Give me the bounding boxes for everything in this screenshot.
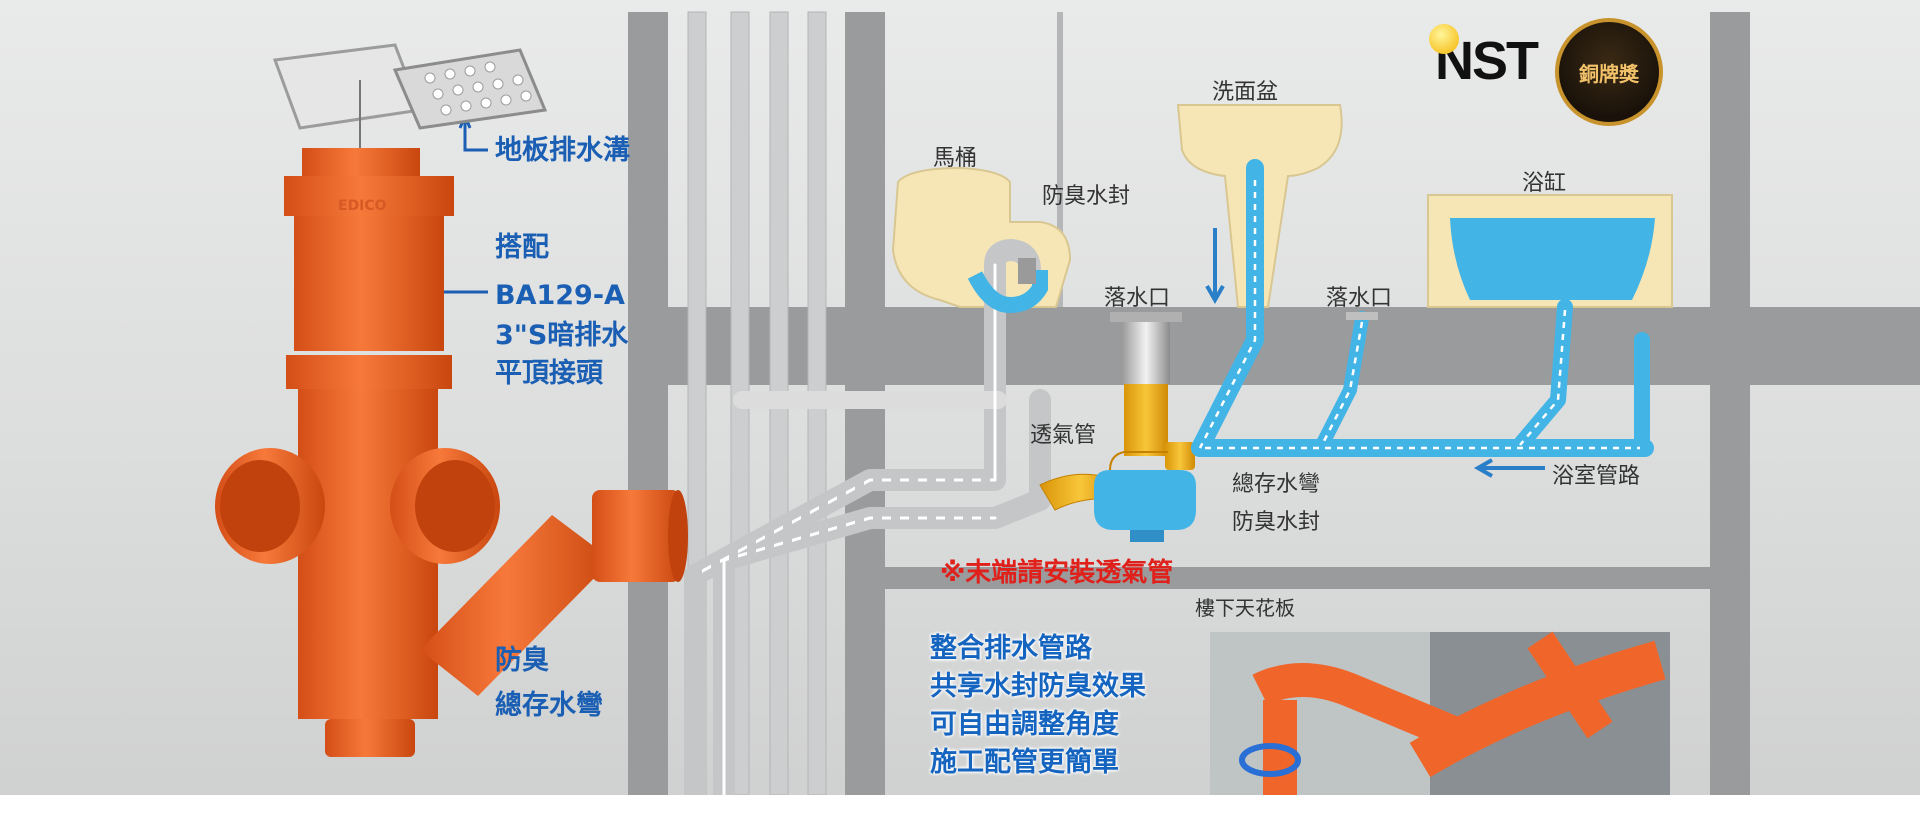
award-badge: 銅牌獎 xyxy=(1555,18,1663,126)
brand-logo: NST xyxy=(1429,24,1539,92)
pairing-label-2: BA129-A xyxy=(495,280,625,311)
feature-2: 共享水封防臭效果 xyxy=(930,671,1146,702)
feature-1: 整合排水管路 xyxy=(930,633,1092,664)
toilet-label: 馬桶 xyxy=(933,146,978,171)
main-trap-label: 總存水彎 xyxy=(1232,472,1321,497)
main-trap-assembly xyxy=(1094,312,1196,542)
bathtub-label: 浴缸 xyxy=(1522,171,1567,196)
washbasin-label: 洗面盆 xyxy=(1212,80,1279,105)
warning-note: ※末端請安裝透氣管 xyxy=(940,558,1174,588)
bathroom-pipe-label: 浴室管路 xyxy=(1552,464,1641,489)
pairing-label-1: 搭配 xyxy=(495,232,549,263)
product-emboss: EDICO xyxy=(338,198,387,214)
ceiling-below-label: 樓下天花板 xyxy=(1195,596,1295,620)
product-image xyxy=(215,43,688,757)
toilet-seal-label: 防臭水封 xyxy=(1042,184,1131,209)
floor-drain-label: 地板排水溝 xyxy=(495,135,630,166)
bathtub-water xyxy=(1450,218,1655,300)
flow-arrows xyxy=(1205,228,1545,478)
trap-label-1: 防臭 xyxy=(495,645,549,676)
feature-3: 可自由調整角度 xyxy=(930,709,1119,740)
installation-photo xyxy=(1210,631,1670,795)
feature-4: 施工配管更簡單 xyxy=(930,747,1119,778)
toilet-seal xyxy=(967,270,1048,314)
floor-drain-2-label: 落水口 xyxy=(1326,286,1393,311)
pairing-label-3: 3"S暗排水 xyxy=(495,320,629,351)
logo-sun-icon xyxy=(1429,24,1459,54)
trap-label-2: 總存水彎 xyxy=(495,690,603,721)
vent-pipe-label: 透氣管 xyxy=(1030,423,1097,448)
pairing-label-4: 平頂接頭 xyxy=(495,358,603,389)
floor-drain-1-label: 落水口 xyxy=(1104,286,1171,311)
anti-odor-seal-label: 防臭水封 xyxy=(1232,510,1321,535)
